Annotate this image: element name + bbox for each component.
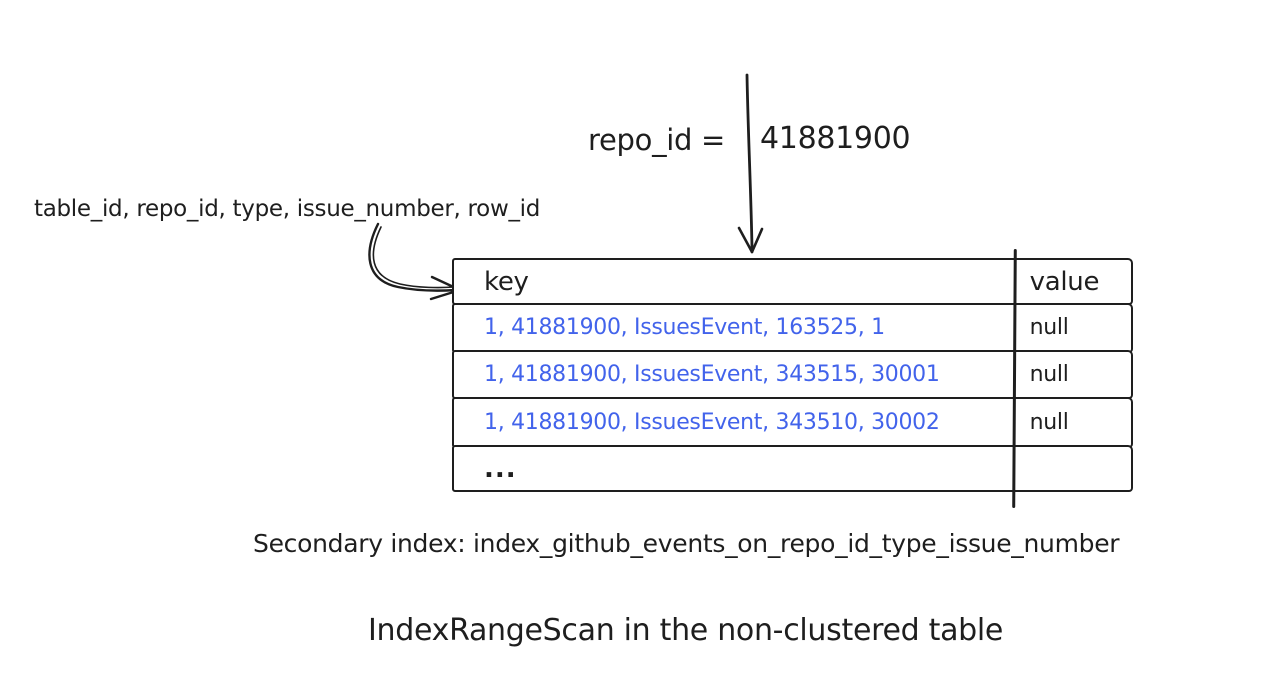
index-value-cell	[1013, 447, 1131, 490]
column-header-key: key	[484, 266, 529, 297]
query-condition-value: 41881900	[760, 121, 911, 156]
table-row: 1, 41881900, IssuesEvent, 163525, 1 null	[452, 302, 1133, 353]
secondary-index-table: key value 1, 41881900, IssuesEvent, 1635…	[452, 258, 1133, 492]
table-row: ...	[452, 445, 1133, 492]
table-header-row: key value	[452, 258, 1133, 305]
index-value-cell: null	[1029, 409, 1069, 435]
query-condition-label: repo_id =	[588, 123, 726, 157]
table-row: 1, 41881900, IssuesEvent, 343515, 30001 …	[452, 350, 1133, 399]
table-row: 1, 41881900, IssuesEvent, 343510, 30002 …	[452, 396, 1133, 448]
index-key-cell: 1, 41881900, IssuesEvent, 343515, 30001	[484, 362, 940, 387]
secondary-index-caption: Secondary index: index_github_events_on_…	[253, 529, 1120, 558]
index-key-cell: 1, 41881900, IssuesEvent, 343510, 30002	[484, 409, 940, 435]
diagram-title: IndexRangeScan in the non-clustered tabl…	[368, 613, 1004, 648]
index-columns-label: table_id, repo_id, type, issue_number, r…	[34, 196, 541, 222]
index-value-cell: null	[1029, 362, 1069, 387]
index-key-cell: ...	[484, 453, 517, 484]
down-arrow-icon	[737, 73, 764, 254]
index-key-cell: 1, 41881900, IssuesEvent, 163525, 1	[484, 315, 885, 340]
index-value-cell: null	[1029, 315, 1069, 340]
column-header-value: value	[1029, 266, 1100, 297]
